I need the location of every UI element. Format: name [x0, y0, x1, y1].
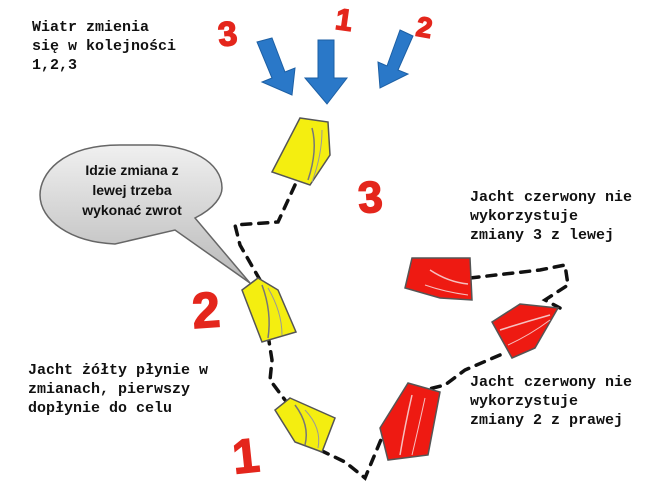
yellow-yacht-note: Jacht żółty płynie w zmianach, pierwszy … [28, 362, 209, 417]
speech-bubble [39, 144, 251, 284]
red-course-line [423, 262, 570, 392]
yellow-yacht-3 [270, 117, 331, 186]
red-yacht-2-note: Jacht czerwony nie wykorzystuje zmiany 2… [470, 374, 633, 429]
shift-number-2: 2 [190, 281, 222, 339]
shift-number-1: 1 [230, 429, 262, 485]
red-yacht-2 [491, 303, 560, 359]
yellow-course-line [232, 183, 387, 481]
shift-number-3: 3 [356, 172, 384, 223]
bubble-text: Idzie zmiana z lewej trzeba wykonać zwro… [82, 162, 182, 218]
yellow-yacht-2 [241, 277, 298, 343]
red-yacht-1 [379, 382, 441, 461]
wind-arrow-2 [377, 29, 414, 89]
wind-number-1: 1 [333, 3, 354, 38]
wind-arrow-3 [256, 37, 296, 96]
wind-number-2: 2 [414, 11, 435, 44]
red-yacht-3 [404, 257, 473, 301]
wind-arrow-1 [303, 39, 349, 105]
wind-number-3: 3 [216, 15, 239, 55]
red-yacht-3-note: Jacht czerwony nie wykorzystuje zmiany 3… [470, 189, 633, 244]
wind-note: Wiatr zmienia się w kolejności 1,2,3 [32, 19, 177, 74]
yellow-yacht-1 [274, 397, 336, 453]
